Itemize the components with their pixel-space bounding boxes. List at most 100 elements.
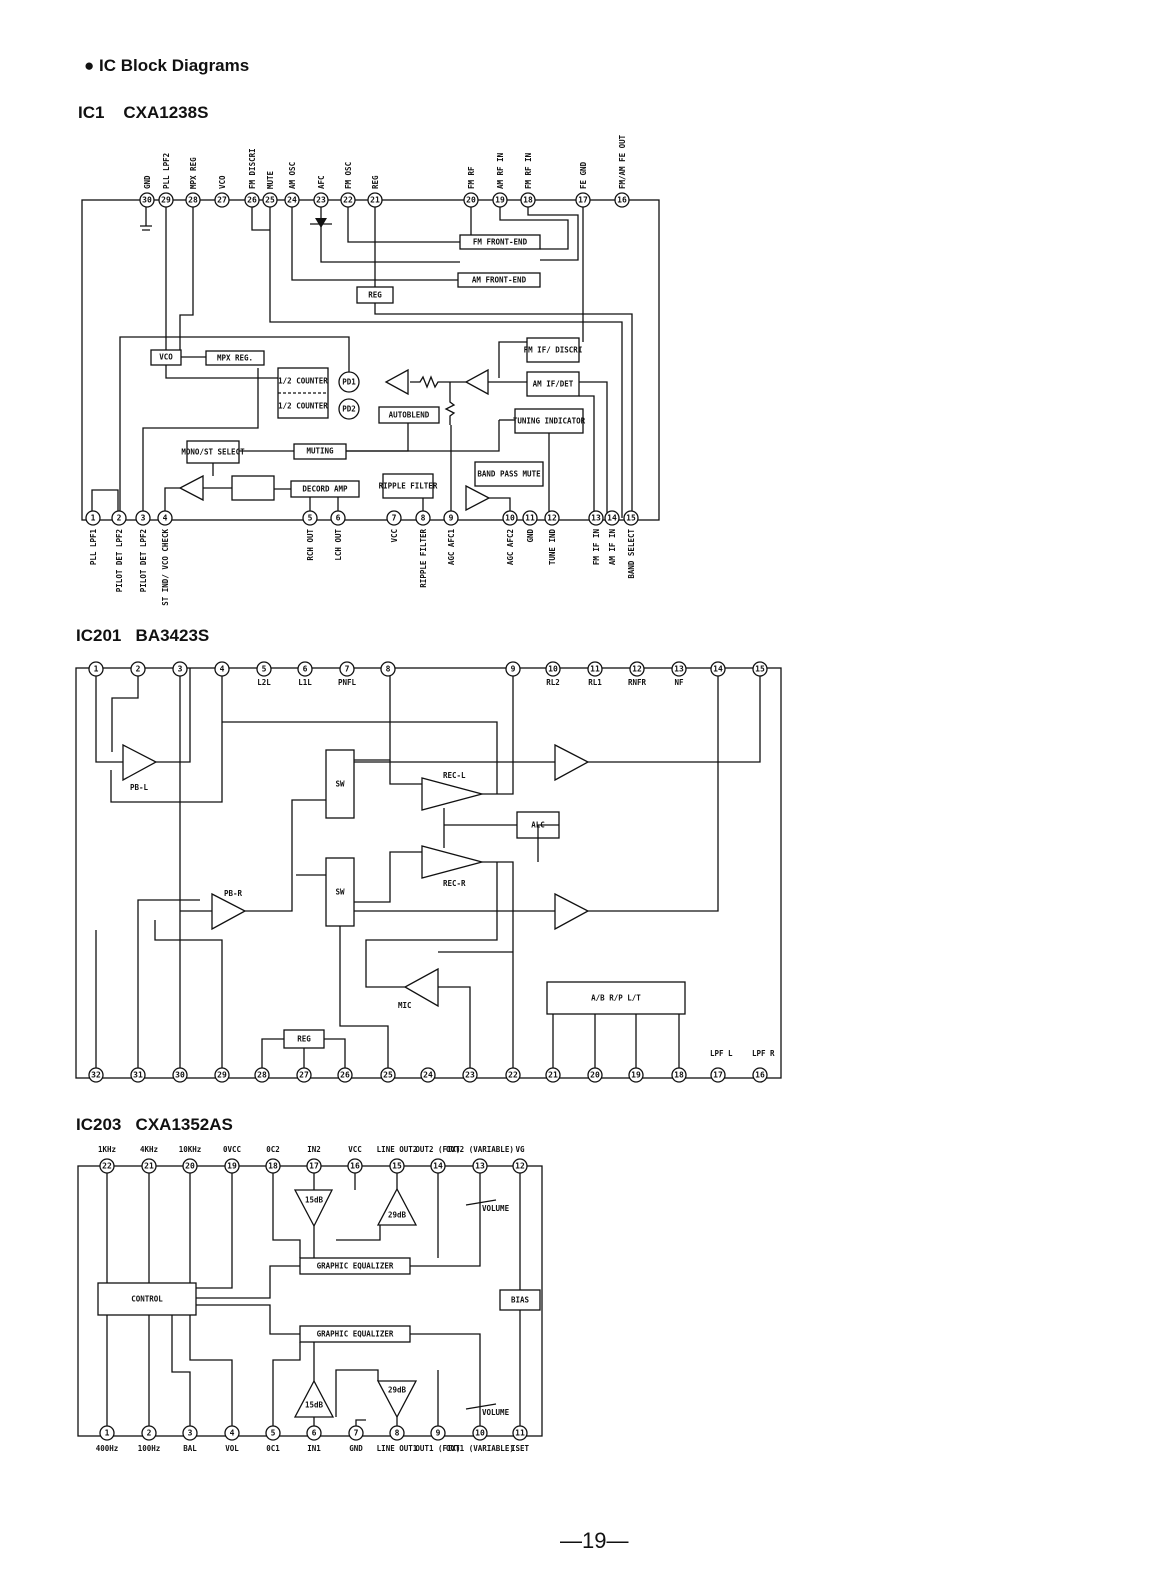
ic1-pins-top-30-number: 30 <box>142 196 152 205</box>
ic1-pins-bot-14-number: 14 <box>607 514 617 523</box>
ic1-pins-bot-6 <box>330 510 346 526</box>
ic201-rec-r-label: REC-R <box>443 879 466 888</box>
ic203-pins-bot-7 <box>348 1425 364 1441</box>
ic203-pins-bot-2-label: 100Hz <box>138 1444 161 1453</box>
ic203-pins-bot-7-number: 7 <box>354 1429 359 1438</box>
ic201-pins-bot-25-number: 25 <box>383 1071 393 1080</box>
ic203-diagram: CONTROL GRAPHIC EQUALIZER GRAPHIC EQUALI… <box>77 1145 543 1453</box>
ic203-amp-29db-bottom <box>376 1380 418 1419</box>
ic201-pins-bot-20-number: 20 <box>590 1071 600 1080</box>
ic201-pins-bot-30 <box>172 1067 188 1083</box>
ic203-pins-bot-4-number: 4 <box>230 1429 235 1438</box>
ic1-counter1-label: 1/2 COUNTER <box>278 377 328 386</box>
ic203-pins-top-20 <box>182 1158 198 1174</box>
ic1-pins-top-19-label: AM RF IN <box>496 152 505 189</box>
ic203-pins-top-15-number: 15 <box>392 1162 402 1171</box>
ic203-geq-top-label: GRAPHIC EQUALIZER <box>317 1262 394 1271</box>
ic1-fm-if-label: FM IF/ DISCRI <box>524 346 583 355</box>
ic1-pins-bot-8 <box>415 510 431 526</box>
ic203-pins-bot-1-number: 1 <box>105 1429 110 1438</box>
ic1-pins-bot-3-number: 3 <box>141 514 146 523</box>
ic1-vco-label: VCO <box>159 353 173 362</box>
ic1-pins-bot-10-number: 10 <box>505 514 515 523</box>
ic201-pins-top-11 <box>587 661 603 677</box>
ic201-pins-top-1 <box>88 661 104 677</box>
ic203-pins-bot-11 <box>512 1425 528 1441</box>
ic203-pins-bot-10-number: 10 <box>475 1429 485 1438</box>
ic201-pins-bot-16 <box>752 1067 768 1083</box>
ic1-band-pass-block <box>474 461 544 487</box>
ic1-pins-top-24-number: 24 <box>287 196 297 205</box>
ic201-pb-r-label: PB-R <box>224 889 243 898</box>
ic201-pins-bot-19 <box>628 1067 644 1083</box>
ic1-mpx-reg-label: MPX REG. <box>217 354 253 363</box>
ic203-pins-bot-3 <box>182 1425 198 1441</box>
ic203-pins-top-15-label: LINE OUT2 <box>377 1145 418 1154</box>
ic1-pins-bot-10-label: AGC AFC2 <box>506 529 515 565</box>
ic1-pins-bot-5 <box>302 510 318 526</box>
ic203-pins-bot-3-number: 3 <box>188 1429 193 1438</box>
ic201-pins-top-6-label: L1L <box>298 678 312 687</box>
ic203-pins-top-13-number: 13 <box>475 1162 485 1171</box>
ic1-pins-bot-9-label: AGC AFC1 <box>447 529 456 566</box>
ic1-pins-top-29-label: PLL LPF2 <box>162 153 171 189</box>
ic203-pins-top-13 <box>472 1158 488 1174</box>
ic1-pd2-label: PD2 <box>342 405 356 414</box>
ic201-pins-bot-18-number: 18 <box>674 1071 684 1080</box>
ic201-pins-bot-17 <box>710 1067 726 1083</box>
ic201-pins-bot-32 <box>88 1067 104 1083</box>
ic1-pins-bot-4-label: ST IND/ VCO CHECK <box>161 529 170 606</box>
ic203-part: CXA1352AS <box>135 1115 233 1134</box>
ic201-pins-bot-22-number: 22 <box>508 1071 518 1080</box>
ic1-decord-amp-label: DECORD AMP <box>302 485 348 494</box>
ic1-pins-top-24-label: AM OSC <box>288 162 297 189</box>
ic201-pins-bot-21-number: 21 <box>548 1071 558 1080</box>
ic203-amp-29db-top <box>376 1187 418 1226</box>
ic201-pins-top-8-number: 8 <box>386 665 391 674</box>
ic201-pins-top-15-number: 15 <box>755 665 765 674</box>
ic201-rec-l-label: REC-L <box>443 771 466 780</box>
ic1-pins-top-29-number: 29 <box>161 196 171 205</box>
ic1-pins-top-28 <box>185 192 201 208</box>
ic1-pins-top-22-number: 22 <box>343 196 353 205</box>
ic203-pins-bot-1-label: 400Hz <box>96 1444 119 1453</box>
ic203-pins-bot-5 <box>265 1425 281 1441</box>
ic1-pins-bot-4-number: 4 <box>163 514 168 523</box>
ic203-pins-top-22-number: 22 <box>102 1162 112 1171</box>
ic201-pins-top-12 <box>629 661 645 677</box>
ic203-pins-top-18-number: 18 <box>268 1162 278 1171</box>
ic201-pb-r-amp <box>211 892 247 931</box>
ic1-pins-top-20 <box>463 192 479 208</box>
ic1-tuning-block <box>514 408 584 434</box>
ic1-pins-top-21 <box>367 192 383 208</box>
ic201-pins-top-5-label: L2L <box>257 678 271 687</box>
ic1-pins-top-21-number: 21 <box>370 196 380 205</box>
ic1-pins-bot-13 <box>588 510 604 526</box>
ic1-pins-top-16-number: 16 <box>617 196 627 205</box>
ic201-pins-bot-20 <box>587 1067 603 1083</box>
ic203-pins-bot-11-label: ISET <box>511 1444 530 1453</box>
ic1-counter2-label: 1/2 COUNTER <box>278 402 328 411</box>
ic1-ref: IC1 <box>78 103 105 122</box>
ic1-pins-bot-1-number: 1 <box>91 514 96 523</box>
ic201-pins-top-12-label: RNFR <box>628 678 647 687</box>
ic1-pins-top-26 <box>244 192 260 208</box>
ic201-pins-bot-22 <box>505 1067 521 1083</box>
ic201-pins-top-15 <box>752 661 768 677</box>
ic203-pins-top-17-number: 17 <box>309 1162 319 1171</box>
ic1-pins-bot-13-label: FM IF IN <box>592 529 601 566</box>
ic201-pins-top-10-number: 10 <box>548 665 558 674</box>
ic1-am-if-label: AM IF/DET <box>533 380 574 389</box>
ic203-volume-top-label: VOLUME <box>482 1204 510 1213</box>
ic201-rec-l-amp <box>421 777 485 811</box>
ic1-pins-bot-7-label: VCC <box>390 529 399 543</box>
ic201-abrp-block <box>546 981 686 1015</box>
ic203-pins-bot-5-number: 5 <box>271 1429 276 1438</box>
ic203-pins-top-15 <box>389 1158 405 1174</box>
ic203-pins-top-12-number: 12 <box>515 1162 525 1171</box>
ic1-pins-bot-15-number: 15 <box>626 514 636 523</box>
ic201-pins-bot-26-number: 26 <box>340 1071 350 1080</box>
